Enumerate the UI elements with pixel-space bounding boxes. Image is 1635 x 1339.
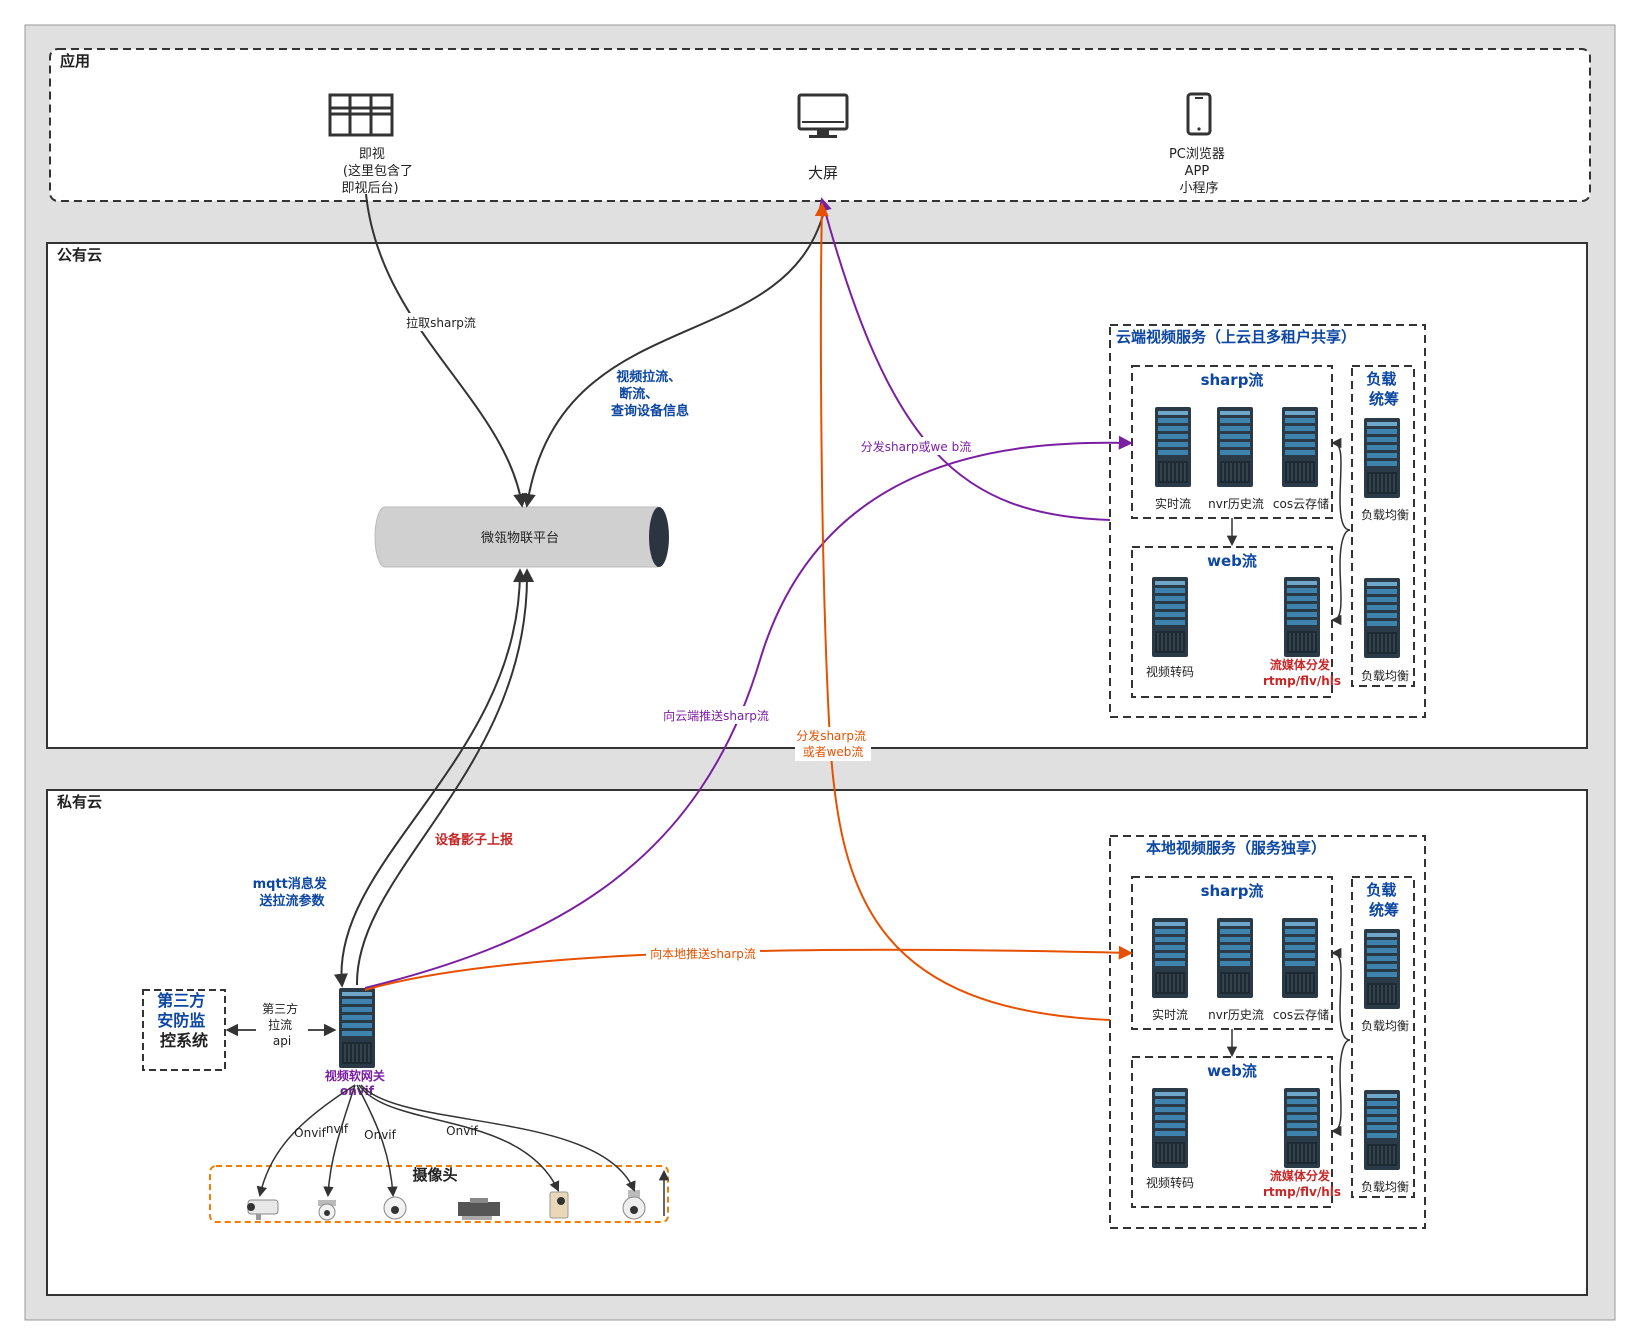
onvif-label-4: Onvif (446, 1124, 478, 1138)
cloud-server-nvr: nvr历史流 (1208, 497, 1264, 511)
edge-shadow-report (355, 568, 535, 986)
local-transcode-label: 视频转码 (1146, 1175, 1194, 1190)
gateway-label: 视频软网关 onvif (325, 1068, 389, 1098)
speed-dome-camera-icon (622, 1190, 646, 1220)
local-server-realtime: 实时流 (1152, 1007, 1188, 1022)
edge-dist-local-label: 分发sharp流 或者web流 (796, 728, 870, 759)
cloud-lb-title: 负载 统筹 (1366, 370, 1401, 408)
edge-push-local-label: 向本地推送sharp流 (650, 946, 756, 961)
cloud-service-title: 云端视频服务（上云且多租户共享） (1116, 328, 1356, 346)
edge-dist-sharp-web-label: 分发sharp或we b流 (861, 439, 971, 454)
onvif-edge-4 (358, 1084, 560, 1192)
bullet-camera-icon (247, 1199, 279, 1220)
local-web-label: web流 (1207, 1062, 1257, 1080)
camera-group-label: 摄像头 (412, 1166, 457, 1184)
cloud-server-realtime: 实时流 (1155, 496, 1191, 511)
gateway-server-icon (338, 987, 376, 1069)
iot-platform-cylinder (374, 506, 669, 568)
app-dapin-label: 大屏 (808, 164, 838, 182)
local-lb-item-2: 负载均衡 (1361, 1180, 1409, 1194)
onvif-edge-2 (323, 1084, 356, 1198)
third-party-label: 第三方 安防监 控系统 (157, 991, 211, 1050)
box-camera-icon (458, 1198, 500, 1220)
third-party-api-label: 第三方 拉流 api (262, 1001, 302, 1048)
mobile-phone-icon (1186, 92, 1212, 136)
cloud-transcode-label: 视频转码 (1146, 664, 1194, 679)
onvif-label-1: Onvif (294, 1126, 326, 1140)
local-lb-title: 负载 统筹 (1366, 881, 1401, 919)
zone-private-label: 私有云 (56, 793, 102, 811)
cloud-sharp-label: sharp流 (1201, 371, 1264, 389)
video-wall-icon (328, 93, 394, 137)
cloud-media-label: 流媒体分发 rtmp/flv/hls (1263, 657, 1341, 688)
local-lb-item-1: 负载均衡 (1361, 1019, 1409, 1033)
edge-pull-sharp-label: 拉取sharp流 (406, 315, 476, 330)
cloud-lb-item-2: 负载均衡 (1361, 669, 1409, 683)
zone-public-label: 公有云 (57, 246, 102, 264)
cloud-video-service (1109, 324, 1426, 718)
cloud-lb-item-1: 负载均衡 (1361, 508, 1409, 522)
onvif-edge-3 (356, 1084, 398, 1198)
local-server-cos: cos云存储 (1273, 1007, 1329, 1022)
onvif-edge-1 (256, 1084, 356, 1198)
local-service-title: 本地视频服务（服务独享） (1146, 839, 1326, 857)
onvif-label-2: nvif (326, 1122, 349, 1136)
cloud-server-cos: cos云存储 (1273, 496, 1329, 511)
zone-app-label: 应用 (60, 52, 90, 70)
edge-mqtt-label: mqtt消息发 送拉流参数 (253, 876, 332, 909)
ptz-camera-icon (383, 1196, 407, 1220)
local-server-nvr: nvr历史流 (1208, 1008, 1264, 1022)
zone-public-cloud (46, 242, 1588, 749)
edge-push-cloud-label: 向云端推送sharp流 (663, 708, 769, 723)
local-sharp-label: sharp流 (1201, 882, 1264, 900)
edge-mqtt (333, 568, 527, 988)
edge-video-ops-label: 视频拉流、 断流、 查询设备信息 (610, 369, 689, 419)
thermal-camera-icon (549, 1191, 569, 1219)
camera-group (209, 1165, 669, 1223)
edge-pull-sharp (365, 193, 528, 508)
onvif-edge-5 (360, 1084, 636, 1192)
platform-label: 微瓴物联平台 (481, 531, 559, 546)
edge-video-ops (521, 214, 824, 508)
dome-camera-icon (318, 1200, 336, 1221)
monitor-icon (797, 93, 849, 138)
app-pc-label: PC浏览器 APP 小程序 (1169, 146, 1229, 196)
local-media-label: 流媒体分发 rtmp/flv/hls (1263, 1168, 1341, 1199)
app-jishi-label: 即视 (这里包含了 即视后台) (341, 147, 417, 196)
third-party-system (142, 989, 226, 1071)
edge-push-cloud (364, 435, 1133, 989)
onvif-label-3: Onvif (364, 1128, 396, 1142)
edge-shadow-report-label: 设备影子上报 (435, 832, 514, 848)
cloud-web-label: web流 (1207, 552, 1257, 570)
